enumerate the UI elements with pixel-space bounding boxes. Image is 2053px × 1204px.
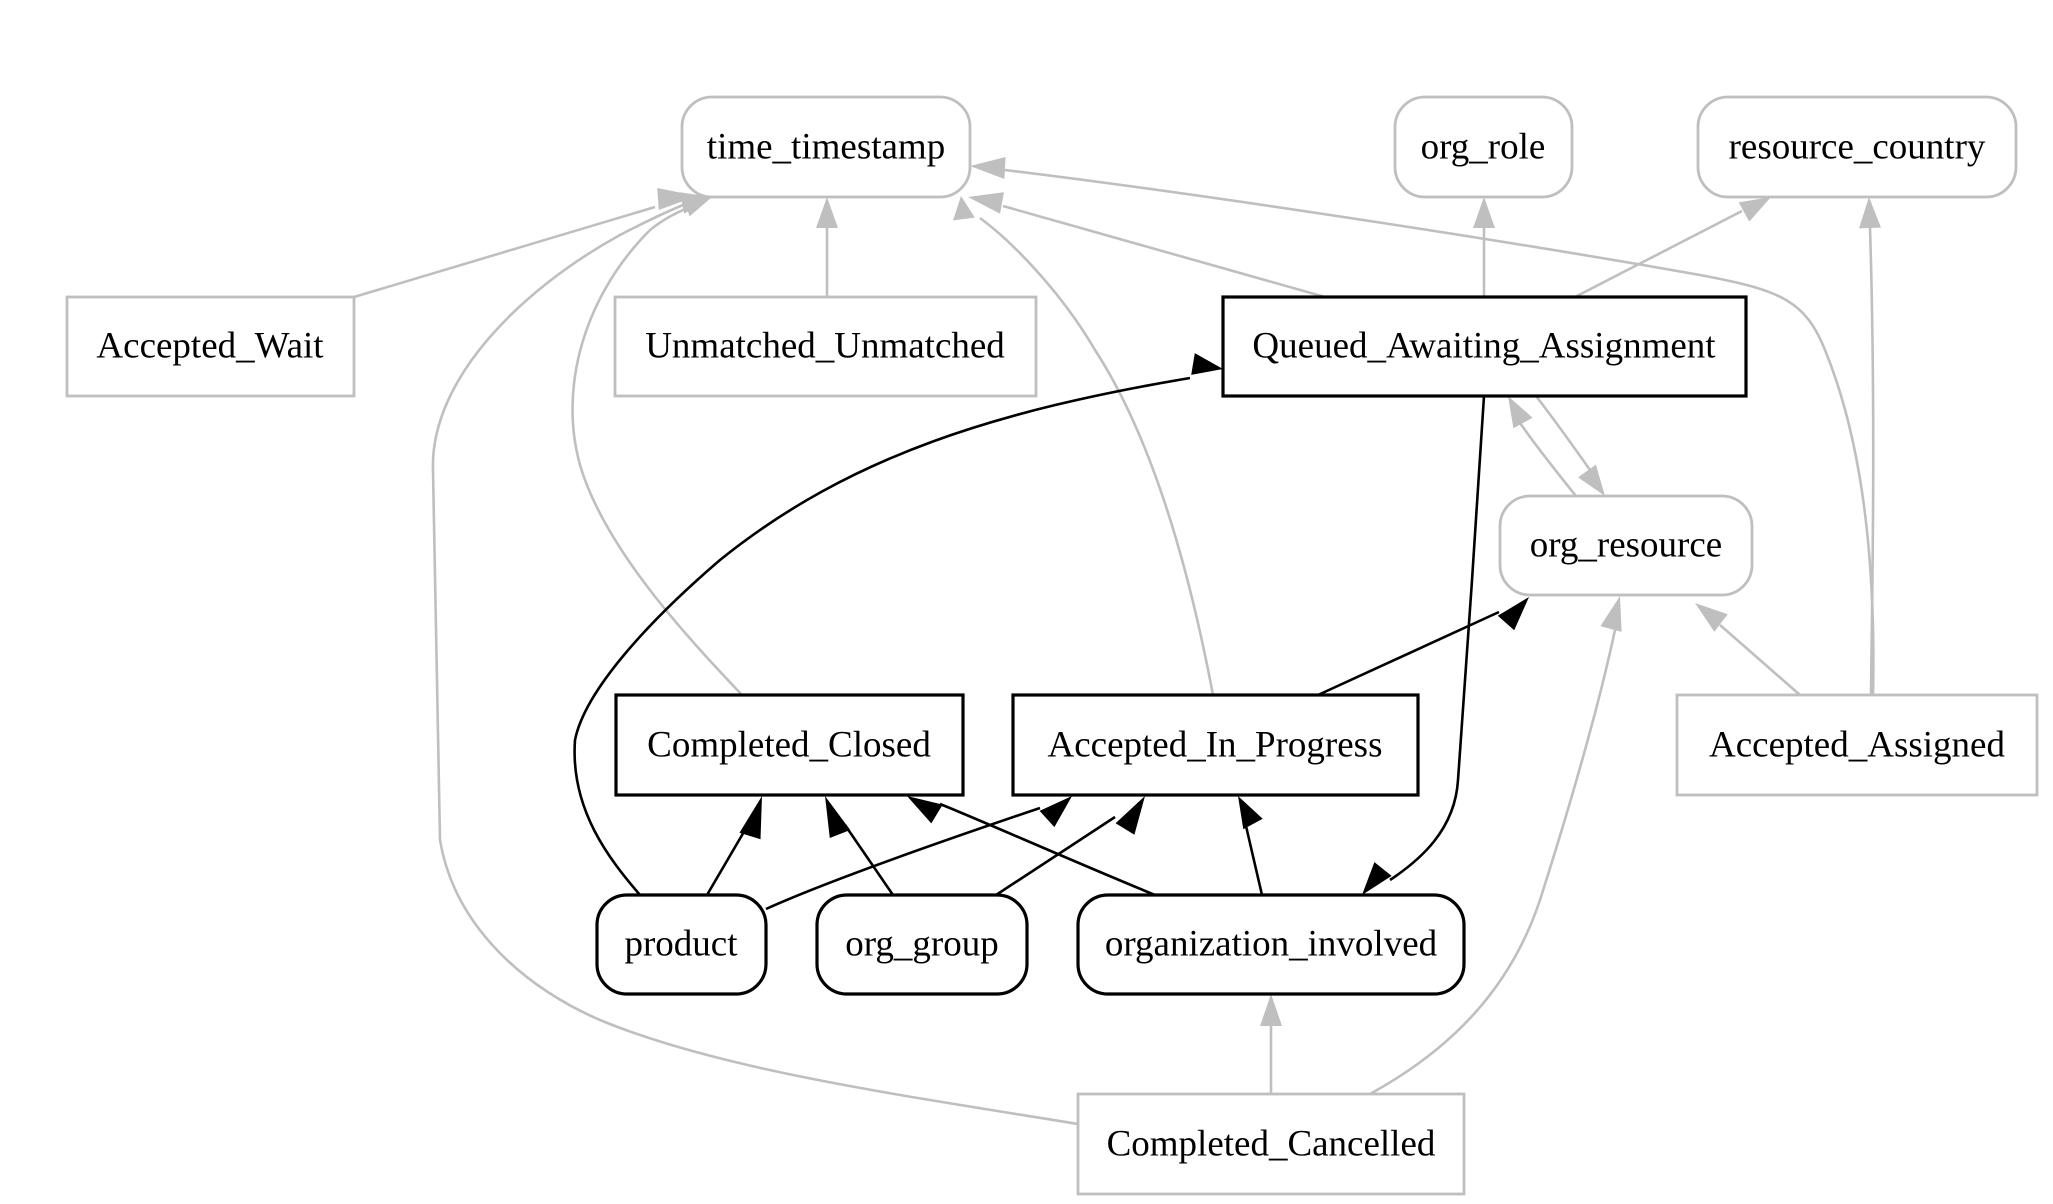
edge-unmatched-unmatched-to-time-timestamp [816, 197, 838, 297]
edge-accepted-assigned-to-time-timestamp [970, 157, 1875, 696]
edge-line [765, 806, 1041, 911]
node-label-resource-country: resource_country [1729, 127, 1986, 168]
node-label-product: product [624, 924, 738, 965]
arrowhead-icon [907, 796, 943, 824]
edge-line [1002, 204, 1326, 299]
edge-organization-involved-to-accepted-in-progress [1238, 796, 1264, 896]
arrowhead-icon [1578, 464, 1605, 496]
edge-line [979, 216, 1215, 696]
node-accepted-in-progress[interactable]: Accepted_In_Progress [1011, 693, 1420, 797]
node-label-completed-closed: Completed_Closed [647, 725, 931, 766]
edges-layer [353, 157, 1881, 1126]
node-accepted-assigned[interactable]: Accepted_Assigned [1675, 693, 2039, 797]
node-label-accepted-wait: Accepted_Wait [96, 326, 324, 367]
node-label-org-role: org_role [1421, 127, 1546, 168]
edge-queued-awaiting-assignment-to-org-role [1473, 197, 1495, 297]
node-label-org-resource: org_resource [1530, 525, 1722, 566]
edge-line [1534, 395, 1592, 471]
edge-product-to-queued-awaiting-assignment [573, 353, 1223, 896]
edge-queued-awaiting-assignment-to-org-resource [1534, 395, 1605, 496]
arrowhead-icon [1600, 596, 1622, 632]
arrowhead-icon [1238, 796, 1263, 830]
arrowhead-icon [1473, 197, 1495, 228]
nodes-layer: time_timestamp org_role resource_country… [65, 95, 2039, 1196]
arrowhead-icon [1191, 353, 1223, 375]
arrowhead-icon [1859, 197, 1881, 229]
arrowhead-icon [679, 192, 712, 214]
node-product[interactable]: product [595, 893, 768, 996]
edge-line [573, 376, 1191, 896]
edge-accepted-wait-to-time-timestamp [353, 188, 697, 299]
node-completed-closed[interactable]: Completed_Closed [614, 693, 965, 797]
edge-product-to-completed-closed [705, 796, 762, 896]
edge-line [705, 829, 747, 896]
node-unmatched-unmatched[interactable]: Unmatched_Unmatched [613, 295, 1038, 398]
arrowhead-icon [1738, 197, 1771, 222]
edge-org-group-to-completed-closed [825, 796, 895, 896]
node-label-queued-awaiting-assignment: Queued_Awaiting_Assignment [1252, 326, 1716, 367]
edge-line [1719, 624, 1801, 696]
edge-product-to-accepted-in-progress [765, 796, 1072, 911]
arrowhead-icon [970, 157, 1006, 179]
node-completed-cancelled[interactable]: Completed_Cancelled [1076, 1092, 1466, 1196]
edge-completed-cancelled-to-org-resource [1369, 596, 1622, 1096]
node-org-role[interactable]: org_role [1393, 95, 1574, 199]
arrowhead-icon [1362, 862, 1392, 895]
edge-org-resource-to-queued-awaiting-assignment [1508, 396, 1578, 497]
edge-line [1244, 825, 1264, 896]
edge-line [1516, 419, 1578, 497]
node-label-completed-cancelled: Completed_Cancelled [1107, 1124, 1436, 1165]
node-org-group[interactable]: org_group [815, 893, 1029, 996]
node-label-accepted-in-progress: Accepted_In_Progress [1048, 725, 1383, 766]
edge-line [1317, 610, 1500, 697]
edge-accepted-assigned-to-org-resource [1695, 603, 1801, 696]
edge-line [1004, 168, 1875, 696]
edge-line [1389, 395, 1486, 882]
edge-line [939, 802, 1156, 897]
edge-line [995, 815, 1116, 897]
edge-line [1868, 227, 1875, 696]
edge-queued-awaiting-assignment-to-time-timestamp [968, 192, 1326, 299]
edge-queued-awaiting-assignment-to-resource-country [1574, 197, 1771, 299]
arrowhead-icon [739, 796, 762, 840]
edge-accepted-assigned-to-resource-country [1859, 197, 1881, 696]
node-organization-involved[interactable]: organization_involved [1076, 893, 1466, 996]
node-accepted-wait[interactable]: Accepted_Wait [65, 295, 356, 398]
arrowhead-icon [953, 196, 975, 221]
edge-line [571, 205, 743, 696]
arrowhead-icon [1508, 396, 1533, 429]
edge-queued-awaiting-assignment-to-organization-involved [1362, 395, 1486, 895]
edge-line [431, 201, 1079, 1126]
edge-org-group-to-accepted-in-progress [995, 796, 1145, 897]
node-queued-awaiting-assignment[interactable]: Queued_Awaiting_Assignment [1221, 295, 1748, 398]
node-label-time-timestamp: time_timestamp [707, 127, 945, 168]
edge-organization-involved-to-completed-closed [907, 796, 1156, 897]
node-time-timestamp[interactable]: time_timestamp [680, 95, 972, 199]
edge-completed-cancelled-to-time-timestamp [431, 192, 1079, 1126]
arrowhead-icon [1695, 603, 1728, 632]
arrowhead-icon [816, 197, 838, 228]
edge-line [353, 205, 656, 299]
arrowhead-icon [1115, 796, 1145, 835]
node-label-unmatched-unmatched: Unmatched_Unmatched [645, 326, 1005, 367]
edge-accepted-in-progress-to-org-resource [1317, 597, 1529, 697]
arrowhead-icon [1039, 796, 1072, 828]
node-label-organization-involved: organization_involved [1105, 924, 1438, 965]
arrowhead-icon [1260, 994, 1282, 1026]
node-resource-country[interactable]: resource_country [1696, 95, 2018, 199]
arrowhead-icon [1497, 597, 1529, 631]
edge-completed-cancelled-to-organization-involved [1260, 994, 1282, 1094]
arrowhead-icon [968, 192, 1004, 214]
edge-accepted-in-progress-to-time-timestamp [953, 196, 1215, 696]
node-label-org-group: org_group [845, 924, 998, 965]
arrowhead-icon [657, 188, 697, 210]
edge-line [1574, 209, 1743, 299]
arrowhead-icon [825, 796, 851, 838]
edge-line [1369, 629, 1617, 1096]
node-org-resource[interactable]: org_resource [1498, 494, 1754, 597]
edge-line [843, 824, 895, 896]
node-label-accepted-assigned: Accepted_Assigned [1709, 725, 2005, 766]
